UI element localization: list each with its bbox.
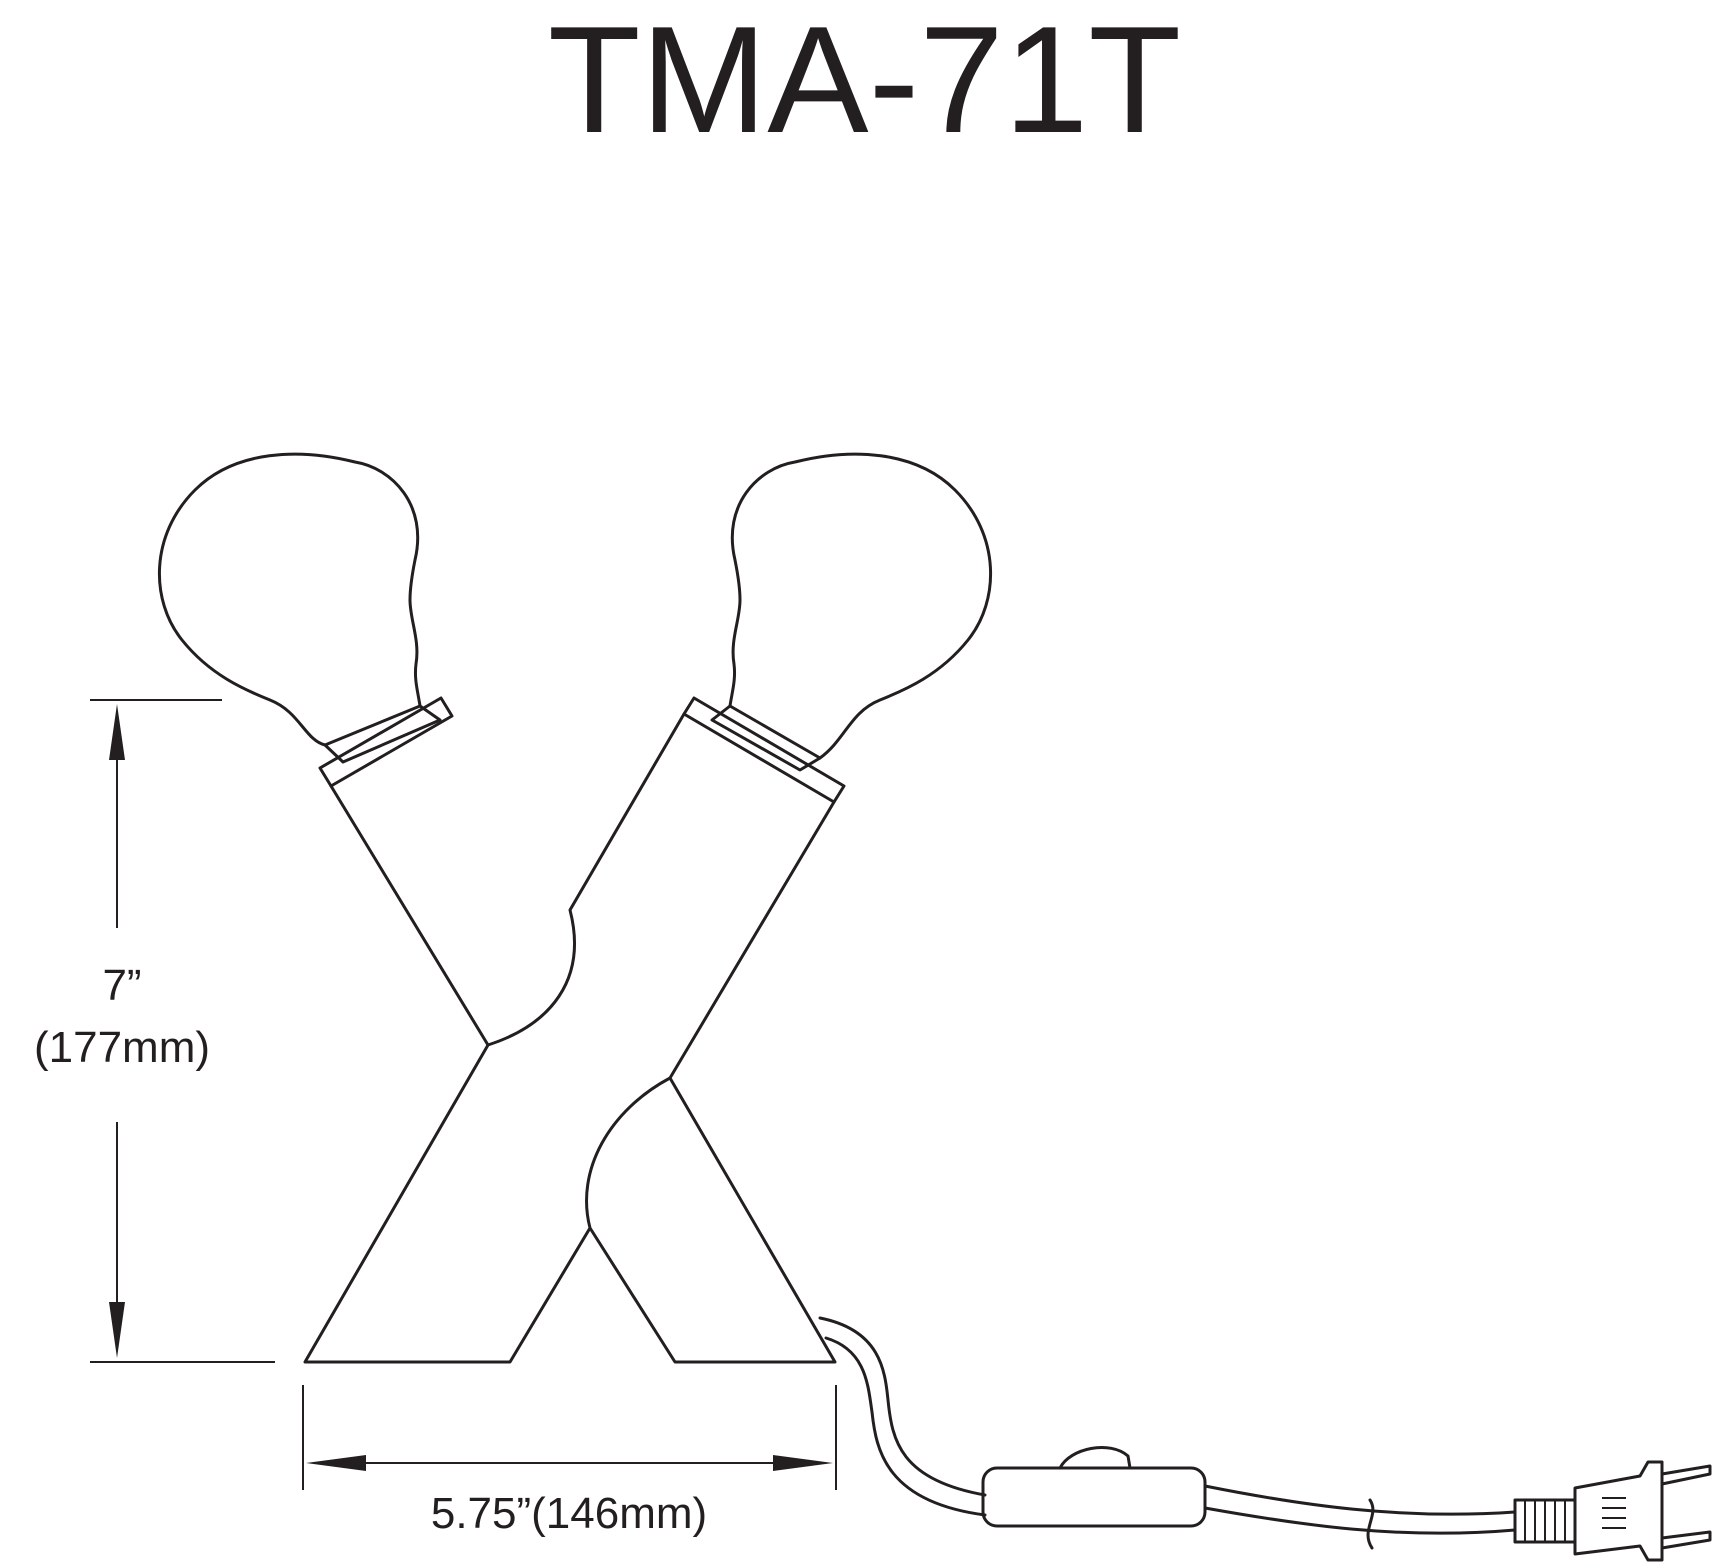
right-socket-ring: [710, 704, 822, 772]
power-cord-upper: [818, 1316, 987, 1497]
left-socket-ring: [323, 704, 442, 764]
plug-grip-lines: [1602, 1497, 1626, 1529]
inline-switch: [981, 1466, 1207, 1528]
right-bulb: [728, 452, 992, 760]
plug-cord-upper: [1203, 1484, 1517, 1516]
power-cord-lower: [824, 1336, 987, 1517]
plug-cord-lower: [1203, 1506, 1517, 1535]
lamp-body: [303, 712, 837, 1364]
plug-prong-top: [1660, 1464, 1712, 1486]
switch-rocker: [1058, 1446, 1132, 1470]
left-bulb: [158, 452, 422, 747]
height-mm-label: (177mm): [34, 1023, 210, 1072]
plug-prong-bottom: [1660, 1530, 1712, 1550]
height-dimension: [90, 699, 275, 1363]
height-inch-label: 7”: [102, 961, 141, 1010]
cord-twist: [1366, 1498, 1375, 1550]
plug-strain-relief: [1513, 1498, 1577, 1544]
width-label: 5.75”(146mm): [431, 1489, 707, 1538]
width-dimension: [302, 1385, 837, 1490]
plug-head: [1573, 1460, 1664, 1562]
left-socket-collar: [318, 696, 454, 788]
model-title: TMA-71T: [547, 0, 1182, 165]
